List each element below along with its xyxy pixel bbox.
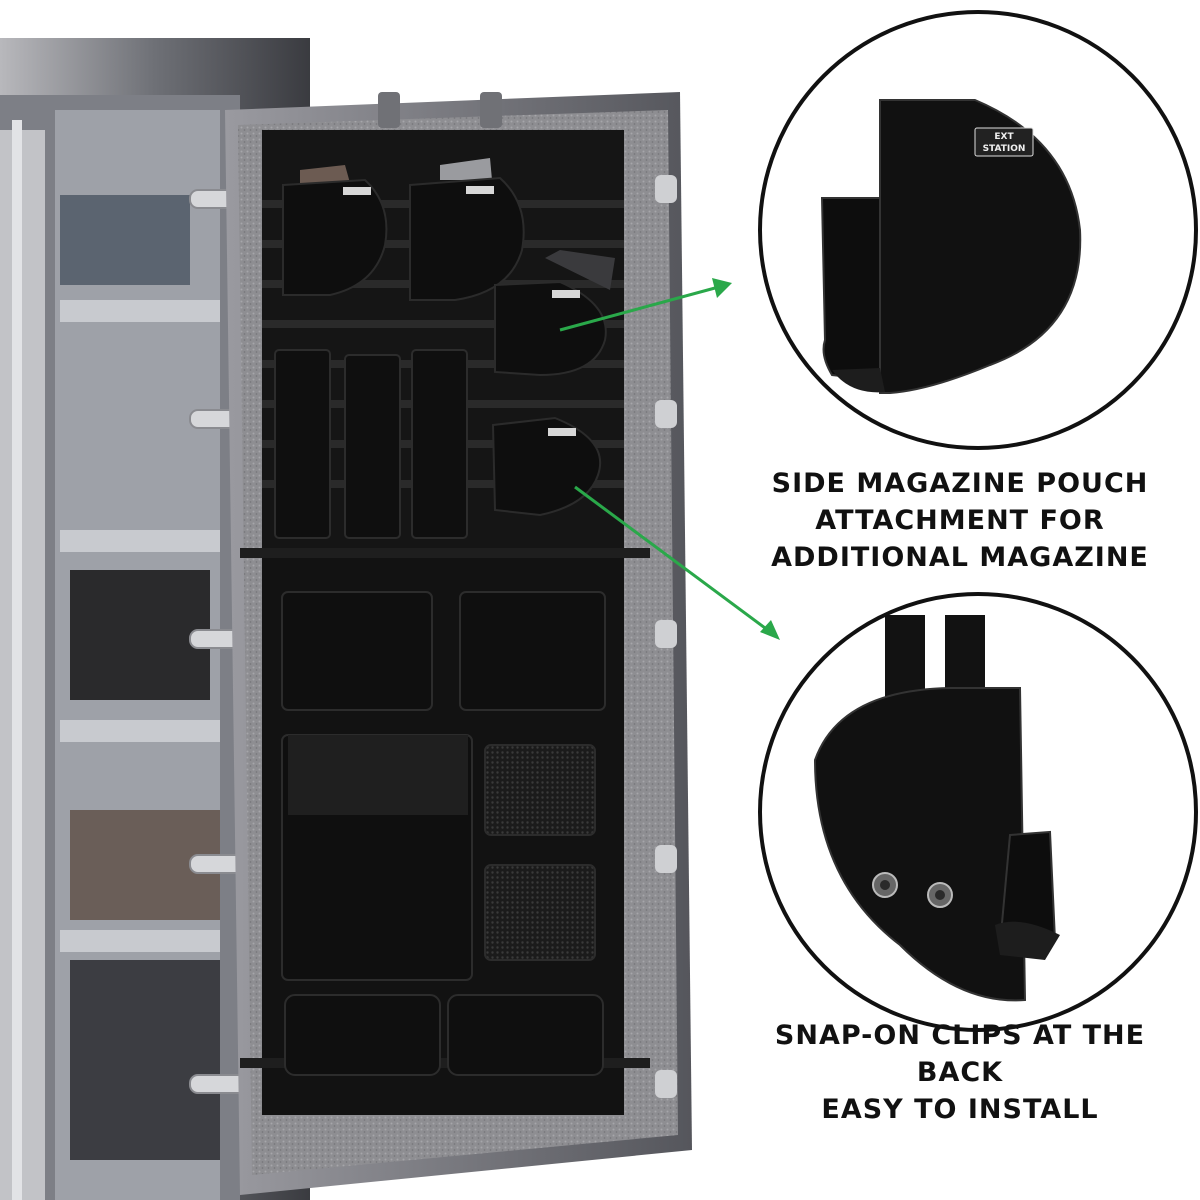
arrow-icon: [574, 485, 780, 640]
caption-line: ADDITIONAL MAGAZINE: [771, 542, 1149, 573]
caption-line: EASY TO INSTALL: [821, 1094, 1099, 1125]
holster-pouch: [491, 416, 602, 517]
detail-circle-holster-back: [758, 592, 1198, 1032]
holster-pouch: [494, 250, 615, 377]
holster-pouch: [282, 165, 388, 296]
svg-text:STATION: STATION: [983, 144, 1026, 154]
svg-text:EXT: EXT: [994, 132, 1014, 142]
caption-line: SNAP-ON CLIPS AT THE BACK: [774, 1020, 1146, 1088]
detail-circle-holster-front: [758, 10, 1198, 450]
door-organizer: [240, 130, 650, 1115]
magazine-pouches: [274, 349, 468, 539]
brand-logo: EXT STATION: [983, 132, 1026, 154]
snap-button-icon: [927, 882, 953, 908]
caption-line: ATTACHMENT FOR: [815, 505, 1105, 536]
holster-pouch: [409, 158, 525, 301]
caption-snap-clips: SNAP-ON CLIPS AT THE BACK EASY TO INSTAL…: [730, 1017, 1190, 1128]
caption-magazine-pouch: SIDE MAGAZINE POUCH ATTACHMENT FOR ADDIT…: [730, 465, 1190, 576]
arrow-icon: [559, 278, 732, 332]
snap-button-icon: [872, 872, 898, 898]
caption-line: SIDE MAGAZINE POUCH: [771, 468, 1149, 499]
